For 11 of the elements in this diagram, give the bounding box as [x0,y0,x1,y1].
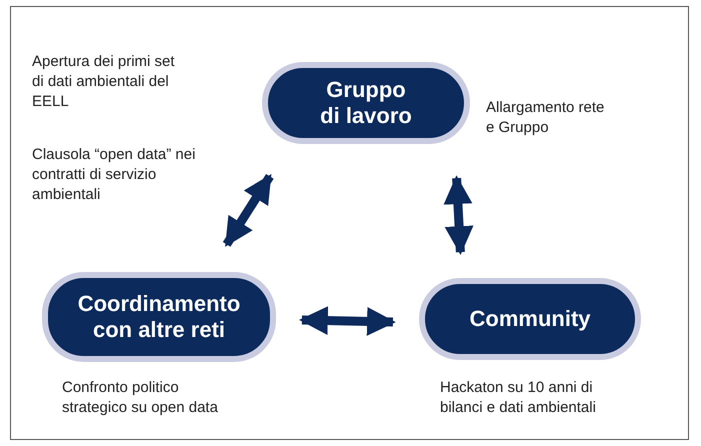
double-arrow [444,175,474,256]
double-arrow [299,306,396,336]
annotation-text: Allargamento rete e Gruppo [486,98,606,138]
node-label: Coordinamento con altre reti [76,291,242,343]
annotation-text: Hackaton su 10 anni di bilanci e dati ambientali [440,378,597,418]
annotation-text: Confronto politico strategico su open data [62,378,219,418]
node-label: Gruppo di lavoro [319,77,413,129]
double-arrow [222,174,274,247]
annotation-text: Apertura dei primi set di dati ambientali del EELL [32,52,176,112]
node-label: Community [470,306,590,332]
annotation-text: Clausola “open data” nei contratti di servizio ambientali [32,145,196,205]
